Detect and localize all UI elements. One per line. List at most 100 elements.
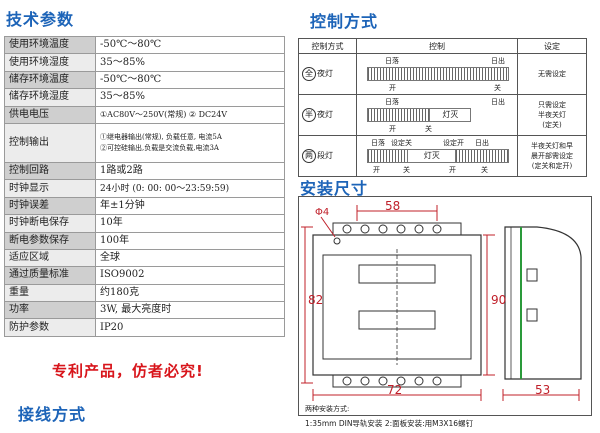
spec-key: 储存环境温度: [4, 70, 96, 90]
install-heading: 安装尺寸: [300, 179, 369, 198]
spec-key: 储存环境湿度: [4, 88, 96, 107]
on-label: 开: [389, 84, 396, 92]
terminal-block-bottom: [332, 374, 462, 388]
table-row: 储存环境温度-50℃～80℃: [4, 70, 285, 90]
terminal-block-top: [332, 222, 462, 236]
off-label: 关: [425, 125, 432, 133]
mount-hole-icon: [333, 237, 341, 245]
spec-key: 供电电压: [4, 105, 96, 124]
spec-value: 全球: [95, 248, 285, 268]
spec-key: 使用环境湿度: [4, 53, 96, 72]
control-header-control: 控制: [356, 38, 518, 54]
lamp-off-segment: 灯灭: [429, 108, 472, 122]
spec-key: 使用环境温度: [4, 35, 96, 55]
install-note-detail: 1:35mm DIN导轨安装 2:面板安装:用M3X16螺钉: [305, 419, 474, 428]
side-clip-bottom: [526, 308, 538, 322]
sunset-label: 日落: [385, 57, 399, 65]
dimension-svg: [301, 205, 582, 401]
timeline-bar: 灯灭: [367, 108, 509, 122]
control-diagram-cell: 日落 日出 开 关: [356, 53, 518, 95]
control-mode-cell: 全夜灯: [298, 53, 357, 95]
spec-key: 适应区域: [4, 248, 96, 268]
dimension-drawing: 58 Φ4 82 90 72 53: [298, 196, 592, 416]
mode-label: 夜灯: [317, 110, 333, 119]
spec-key: 时钟显示: [4, 179, 96, 198]
sunrise-label: 日出: [491, 98, 505, 106]
button-area: [358, 310, 436, 330]
spec-value: 1路或2路: [95, 161, 285, 181]
lamp-on-segment: [367, 149, 409, 163]
control-setting-cell: 半夜关灯和早 晨开部需设定 (定关和定开): [517, 135, 587, 177]
spec-value: 3W, 最大亮度时: [95, 301, 285, 320]
side-body-outline: [504, 226, 582, 380]
control-header-setting: 设定: [517, 38, 587, 54]
off-label: 关: [481, 166, 488, 174]
lamp-off-segment: 灯灭: [406, 149, 458, 163]
sunset-label: 日落: [385, 98, 399, 106]
table-row: 两段灯 日落 设定关 设定开 日出 灯灭 开 关 开 关 半夜关灯和早 晨开部需…: [298, 135, 587, 177]
off-label: 关: [403, 166, 410, 174]
mode-label: 夜灯: [317, 69, 333, 78]
spec-key: 时钟断电保存: [4, 214, 96, 233]
set-on-label: 设定开: [443, 139, 464, 147]
off-label: 关: [494, 84, 501, 92]
control-table: 控制方式 控制 设定 全夜灯 日落 日出 开 关 无需设定 半夜灯 日落: [298, 38, 587, 177]
control-mode-cell: 两段灯: [298, 135, 357, 177]
control-heading: 控制方式: [310, 12, 379, 31]
side-clip-top: [526, 268, 538, 282]
table-row: 使用环境温度-50℃～80℃: [4, 35, 285, 55]
dim-height-right: 90: [491, 293, 507, 307]
spec-value: 24小时 (0: 00: 00～23:59:59): [95, 179, 285, 198]
control-diagram-cell: 日落 设定关 设定开 日出 灯灭 开 关 开 关: [356, 135, 518, 177]
table-row: 全夜灯 日落 日出 开 关 无需设定: [298, 53, 587, 95]
spec-value-line1: ①继电器输出(常规), 负载任意, 电流5A: [100, 132, 222, 141]
spec-value: 35～85%: [95, 88, 285, 107]
on-label: 开: [389, 125, 396, 133]
spec-value: 10年: [95, 214, 285, 233]
spec-key: 控制输出: [4, 122, 96, 163]
spec-key: 防护参数: [4, 318, 96, 337]
spec-value: -50℃～80℃: [95, 35, 285, 55]
spec-key: 控制回路: [4, 161, 96, 181]
sunrise-label: 日出: [491, 57, 505, 65]
control-diagram-cell: 日落 日出 灯灭 开 关: [356, 94, 518, 136]
patent-notice: 专利产品，仿者必究!: [52, 362, 204, 380]
on-label: 开: [373, 166, 380, 174]
table-row: 半夜灯 日落 日出 灯灭 开 关 只需设定 半夜关灯 (定关): [298, 94, 587, 136]
table-row: 重量约180克: [4, 283, 285, 303]
control-setting-cell: 只需设定 半夜关灯 (定关): [517, 94, 587, 136]
dim-width-top: 58: [385, 199, 401, 213]
control-header-mode: 控制方式: [298, 38, 357, 54]
spec-value: ISO9002: [95, 266, 285, 285]
spec-value: -50℃～80℃: [95, 70, 285, 90]
wiring-heading: 接线方式: [18, 405, 87, 424]
terminal-screws: [342, 224, 442, 386]
install-note-title: 两种安装方式:: [305, 405, 350, 413]
on-label: 开: [449, 166, 456, 174]
timeline-bar: 灯灭: [367, 149, 509, 163]
dimension-lines: [301, 205, 580, 401]
spec-value: 年±1分钟: [95, 196, 285, 216]
mode-label: 段灯: [317, 151, 333, 160]
spec-value: 35～85%: [95, 53, 285, 72]
control-mode-cell: 半夜灯: [298, 94, 357, 136]
spec-key: 功率: [4, 301, 96, 320]
lamp-on-segment: [367, 67, 509, 81]
dim-width-bottom: 72: [387, 383, 403, 397]
lamp-on-segment: [367, 108, 432, 122]
table-row: 控制输出 ①继电器输出(常规), 负载任意, 电流5A ②可控硅输出,负载是交流负载…: [4, 122, 285, 163]
spec-value-line2: ②可控硅输出,负载是交流负载,电流3A: [100, 143, 219, 152]
spec-value: ①AC80V～250V(常规) ② DC24V: [95, 105, 285, 124]
spec-value: 100年: [95, 231, 285, 250]
spec-key: 通过质量标准: [4, 266, 96, 285]
